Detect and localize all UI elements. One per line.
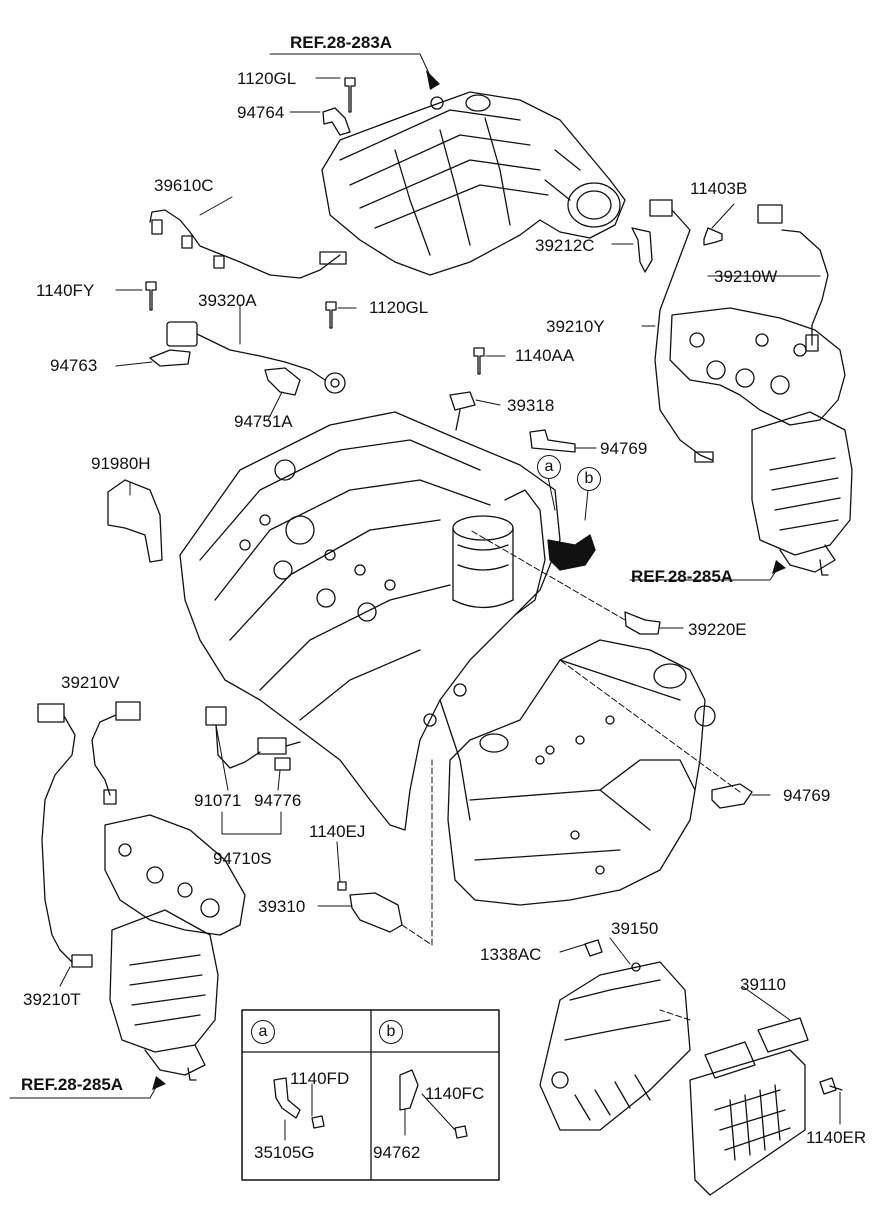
part-label-39210y: 39210Y	[546, 317, 605, 336]
part-label-39320a: 39320A	[198, 291, 257, 310]
part-label-1338ac: 1338AC	[480, 945, 542, 964]
inset-callout-b: b	[379, 1020, 403, 1044]
nut-1338ac	[584, 939, 603, 957]
ref-arrow-top	[426, 70, 440, 90]
part-label-94763: 94763	[50, 356, 98, 375]
part-label-94762: 94762	[373, 1143, 421, 1162]
part-label-91071: 91071	[194, 791, 242, 810]
ref-label-top: REF.28-283A	[290, 33, 393, 52]
bolt-1140aa	[473, 347, 485, 375]
part-label-94710s: 94710S	[213, 849, 272, 868]
ref-label-right: REF.28-285A	[631, 567, 734, 586]
part-label-39210w: 39210W	[714, 267, 778, 286]
knock-sensor-harness-39320a	[149, 321, 346, 396]
ref-label-left: REF.28-285A	[21, 1075, 124, 1094]
bolt-1140ej	[337, 881, 347, 891]
part-label-1140aa: 1140AA	[515, 346, 575, 365]
part-label-1140fc: 1140FC	[425, 1084, 485, 1103]
oil-filter-housing	[452, 489, 546, 616]
oxygen-sensor-39210v	[37, 701, 141, 968]
oil-control-valve	[547, 534, 596, 571]
leader-lines	[9, 53, 841, 1141]
part-label-39210t: 39210T	[23, 990, 81, 1009]
part-label-1140fd: 1140FD	[290, 1069, 350, 1088]
part-label-94769-bottom: 94769	[783, 786, 831, 805]
ecu-39110	[689, 1017, 809, 1196]
inset-callout-a: a	[251, 1020, 275, 1044]
exhaust-manifold-left	[104, 814, 246, 936]
part-label-39220e: 39220E	[688, 620, 747, 639]
oxygen-sensor-39210y	[649, 199, 714, 463]
intake-manifold-drawing	[321, 91, 626, 276]
part-label-94764: 94764	[237, 103, 285, 122]
harness-39610c	[149, 209, 347, 279]
part-label-39310: 39310	[258, 897, 306, 916]
bracket-91980h	[107, 479, 163, 563]
bolt-1140fd	[311, 1115, 325, 1129]
part-label-39150: 39150	[611, 919, 659, 938]
sensor-39220e	[624, 611, 661, 635]
callout-b: b	[577, 467, 601, 491]
bolt-1140fc	[454, 1125, 468, 1139]
bolt-1120gl-top	[344, 77, 356, 113]
transmission-drawing	[447, 639, 716, 906]
cam-sensor-39318	[449, 391, 476, 431]
bracket-94769-bottom	[711, 783, 753, 809]
bracket-35105g	[273, 1077, 301, 1119]
bolt-1140fy	[145, 281, 157, 311]
bolt-1140er	[819, 1077, 843, 1095]
bracket-94769-top	[529, 429, 576, 453]
part-label-39210v: 39210V	[61, 673, 120, 692]
part-label-91980h: 91980H	[91, 454, 151, 473]
part-label-1120gl-top: 1120GL	[237, 69, 297, 88]
oxygen-sensor-39210w	[757, 204, 829, 352]
bolt-11403b	[703, 227, 723, 246]
engine-block-drawing	[179, 411, 561, 831]
part-label-1140fy: 1140FY	[36, 281, 95, 300]
ref-arrow-right	[772, 560, 786, 574]
part-label-94751a: 94751A	[234, 412, 293, 431]
part-label-39212c: 39212C	[535, 236, 595, 255]
catalytic-converter-left	[109, 909, 219, 1081]
bracket-94764	[322, 107, 351, 136]
inset-box	[241, 1009, 500, 1181]
part-label-39610c: 39610C	[154, 176, 214, 195]
part-label-11403b: 11403B	[690, 179, 748, 198]
bolt-1120gl-mid	[325, 301, 337, 329]
part-label-39318: 39318	[507, 396, 555, 415]
part-label-39110: 39110	[740, 975, 787, 994]
bracket-94776	[274, 757, 291, 771]
bracket-39212c	[631, 227, 653, 273]
part-label-94776: 94776	[254, 791, 302, 810]
part-label-94769-top: 94769	[600, 439, 648, 458]
part-label-35105g: 35105G	[254, 1143, 315, 1162]
sensor-91071	[205, 706, 301, 769]
ecu-bracket-39150	[539, 961, 691, 1131]
part-label-1140er: 1140ER	[806, 1128, 867, 1147]
part-label-1140ej: 1140EJ	[309, 822, 366, 841]
ref-arrow-left	[152, 1076, 166, 1090]
catalytic-converter-right	[751, 411, 853, 576]
callout-a: a	[537, 455, 561, 479]
crank-sensor-39310	[349, 892, 403, 933]
exhaust-manifold-right	[669, 307, 846, 426]
part-label-1120gl-mid: 1120GL	[369, 298, 429, 317]
bracket-94762	[399, 1069, 419, 1111]
